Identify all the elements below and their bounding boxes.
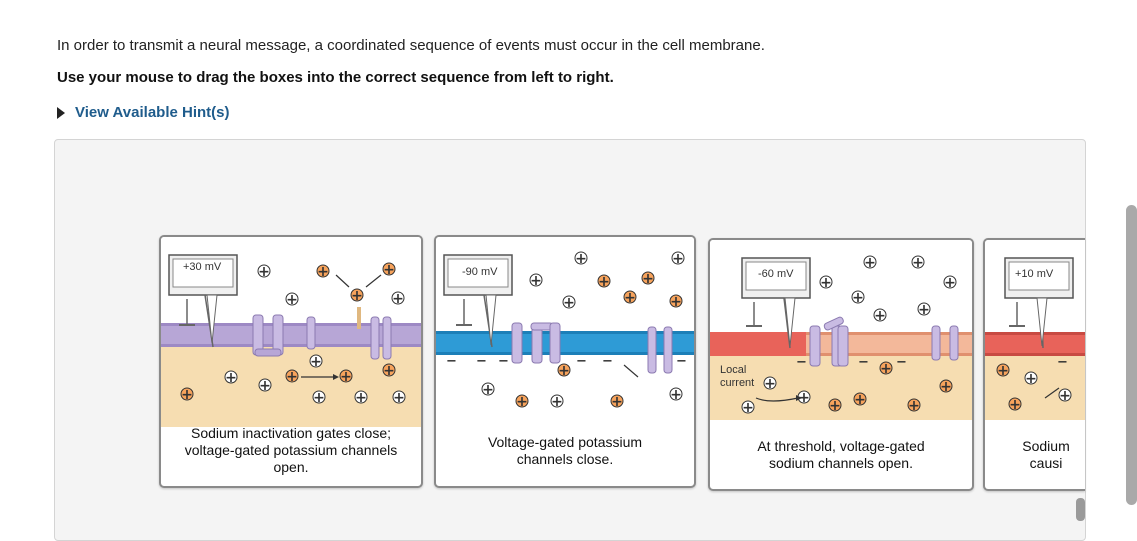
svg-text:+: + [317, 264, 329, 280]
svg-text:+: + [225, 370, 237, 386]
svg-text:+: + [563, 295, 575, 311]
svg-text:+: + [393, 390, 405, 406]
card-2-meter-label: -90 mV [462, 266, 498, 278]
svg-text:−: − [1057, 355, 1068, 370]
svg-text:−: − [602, 354, 613, 369]
svg-text:+: + [624, 290, 636, 306]
svg-text:+: + [742, 400, 754, 416]
svg-text:+: + [383, 262, 395, 278]
local-current-label: Local current [720, 364, 755, 389]
card-1-caption: Sodium inactivation gates close; voltage… [184, 425, 398, 475]
sequence-card-3[interactable]: − − − + + + + + + + + + + + + + + + -60 mV… [708, 238, 974, 491]
svg-text:−: − [796, 355, 807, 370]
svg-text:+: + [482, 382, 494, 398]
card-2-diagram: −−− −−− + + + + + + + + + + + + + + [436, 237, 694, 410]
card-4-caption: Sodium causi [1022, 438, 1070, 471]
expand-triangle-icon [57, 106, 65, 119]
svg-text:+: + [575, 251, 587, 267]
card-3-meter-label: -60 mV [758, 268, 794, 280]
svg-text:+: + [944, 275, 956, 291]
svg-text:−: − [476, 354, 487, 369]
svg-text:−: − [858, 355, 869, 370]
view-hints-link[interactable]: View Available Hint(s) [57, 104, 230, 121]
card-4-diagram: − + + + + [985, 240, 1085, 420]
instruction-text: Use your mouse to drag the boxes into th… [57, 69, 614, 86]
svg-text:+: + [313, 390, 325, 406]
svg-text:+: + [912, 255, 924, 271]
svg-text:+: + [1025, 371, 1037, 387]
svg-text:+: + [852, 290, 864, 306]
svg-text:+: + [670, 387, 682, 403]
sequence-card-2[interactable]: −−− −−− + + + + + + + + + + + + + + -90 … [434, 235, 696, 488]
svg-text:+: + [854, 392, 866, 408]
scrollbar-thumb[interactable] [1076, 498, 1085, 521]
svg-text:+: + [181, 387, 193, 403]
svg-text:+: + [820, 275, 832, 291]
svg-text:−: − [576, 354, 587, 369]
card-1-diagram: + + + + + + + + + + + + + + + + [161, 237, 421, 427]
svg-text:+: + [764, 376, 776, 392]
svg-text:+: + [286, 292, 298, 308]
svg-text:−: − [896, 355, 907, 370]
card-3-diagram: − − − + + + + + + + + + + + + + + + [710, 240, 972, 420]
svg-text:+: + [864, 255, 876, 271]
svg-text:+: + [259, 378, 271, 394]
card-1-meter-label: +30 mV [183, 261, 222, 273]
svg-text:+: + [355, 390, 367, 406]
card-2-caption: Voltage-gated potassium channels close. [487, 434, 643, 467]
svg-text:+: + [351, 288, 363, 304]
svg-text:+: + [530, 273, 542, 289]
svg-text:+: + [829, 398, 841, 414]
sequence-card-4[interactable]: − + + + + +10 mV Sodium causi [983, 238, 1085, 491]
svg-text:−: − [676, 354, 687, 369]
svg-text:+: + [558, 363, 570, 379]
svg-text:+: + [918, 302, 930, 318]
scrollbar-track[interactable] [1126, 205, 1137, 505]
svg-text:+: + [310, 354, 322, 370]
svg-text:−: − [446, 354, 457, 369]
svg-text:+: + [598, 274, 610, 290]
svg-text:+: + [642, 271, 654, 287]
svg-text:+: + [874, 308, 886, 324]
svg-text:+: + [940, 379, 952, 395]
svg-text:+: + [997, 363, 1009, 379]
svg-text:+: + [516, 394, 528, 410]
svg-text:+: + [611, 394, 623, 410]
svg-text:+: + [1009, 397, 1021, 413]
svg-text:+: + [258, 264, 270, 280]
svg-text:+: + [670, 294, 682, 310]
svg-text:+: + [383, 363, 395, 379]
svg-text:+: + [672, 251, 684, 267]
card-3-caption: At threshold, voltage-gated sodium chann… [757, 438, 925, 471]
svg-text:+: + [340, 369, 352, 385]
view-hints-label: View Available Hint(s) [75, 104, 230, 121]
svg-text:+: + [798, 390, 810, 406]
sequence-card-1[interactable]: + + + + + + + + + + + + + + + + +30 mV S… [159, 235, 423, 488]
svg-text:−: − [498, 354, 509, 369]
svg-text:+: + [880, 361, 892, 377]
intro-text: In order to transmit a neural message, a… [57, 37, 765, 54]
svg-text:+: + [286, 369, 298, 385]
svg-text:+: + [908, 398, 920, 414]
svg-text:+: + [392, 291, 404, 307]
card-4-meter-label: +10 mV [1015, 268, 1054, 280]
svg-text:+: + [1059, 388, 1071, 404]
svg-text:+: + [551, 394, 563, 410]
